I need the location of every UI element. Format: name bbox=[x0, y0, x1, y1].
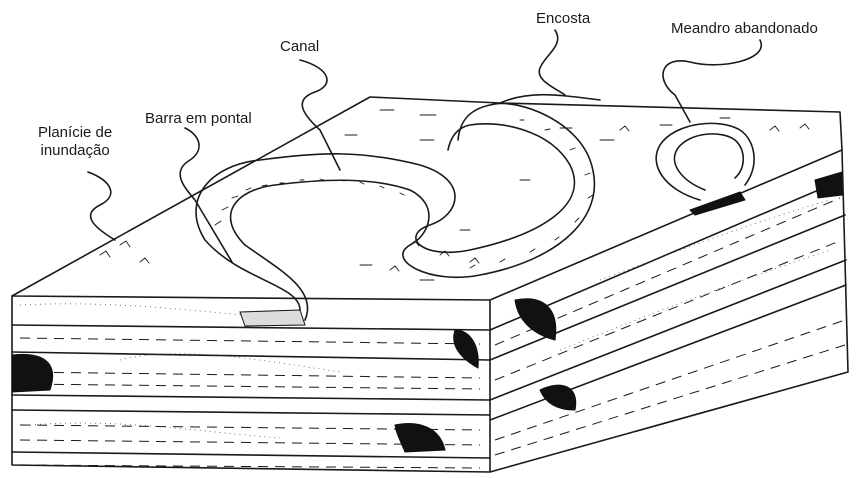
label-planicie-de-inundacao: Planície de inundação bbox=[38, 124, 112, 160]
label-barra-em-pontal: Barra em pontal bbox=[145, 110, 252, 128]
label-planicie-line1: Planície de bbox=[38, 124, 112, 142]
label-planicie-line2: inundação bbox=[38, 142, 112, 160]
floodplain-surface bbox=[12, 97, 842, 300]
sediment-layers-side bbox=[490, 172, 846, 455]
leader-planicie bbox=[88, 172, 115, 240]
hillslope-edge bbox=[500, 95, 600, 103]
label-encosta: Encosta bbox=[536, 10, 590, 28]
leader-encosta bbox=[539, 30, 565, 95]
sediment-layers-front bbox=[12, 304, 490, 468]
oxbow-lake-inner bbox=[674, 134, 743, 190]
meandering-channel-outer-bank bbox=[196, 124, 574, 310]
label-canal: Canal bbox=[280, 38, 319, 56]
label-meandro-abandonado: Meandro abandonado bbox=[671, 20, 818, 38]
channel-levee-hatching bbox=[215, 120, 593, 268]
